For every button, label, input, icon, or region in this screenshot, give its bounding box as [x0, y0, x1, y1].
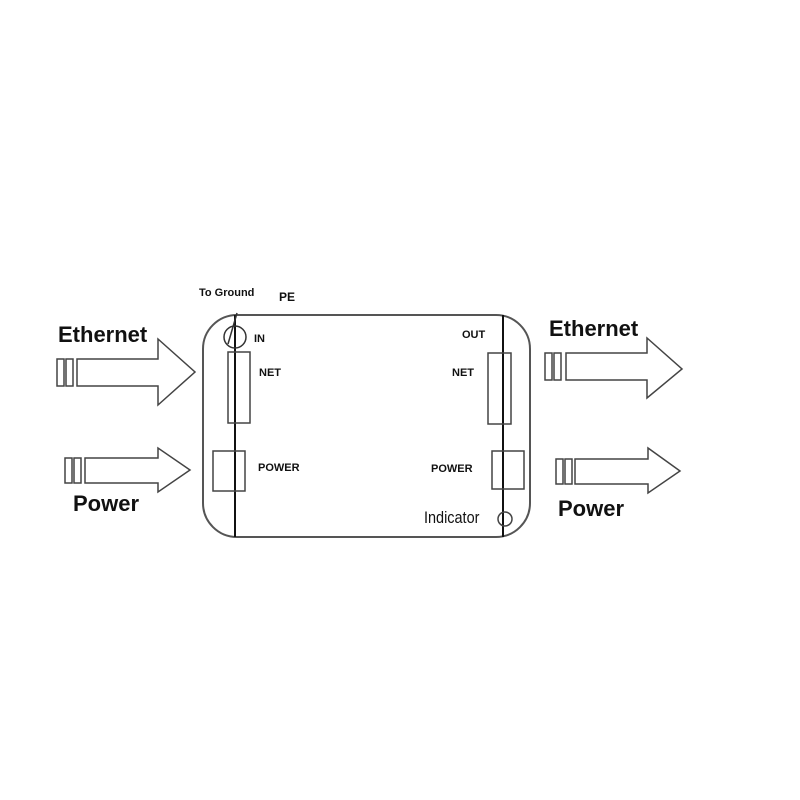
- indicator-label: Indicator: [424, 508, 480, 527]
- power-out-arrow-icon: [555, 446, 682, 495]
- net-right-label: NET: [452, 367, 474, 379]
- ground-terminal-icon: [223, 325, 247, 349]
- net-port-left: [227, 351, 251, 424]
- power-right-label: POWER: [431, 463, 473, 475]
- power-left-label: POWER: [258, 462, 300, 474]
- device-body: [202, 314, 531, 538]
- power-in-label: Power: [73, 491, 140, 516]
- ethernet-out-label: Ethernet: [549, 316, 639, 341]
- net-left-label: NET: [259, 367, 281, 379]
- power-port-left: [212, 450, 246, 492]
- ethernet-in-arrow-icon: [56, 337, 197, 407]
- power-port-right: [491, 450, 525, 490]
- pe-label: PE: [279, 290, 296, 304]
- power-in-arrow-icon: [64, 446, 192, 494]
- out-label: OUT: [462, 329, 486, 341]
- to-ground-label: To Ground: [199, 287, 255, 299]
- ethernet-in-label: Ethernet: [58, 322, 148, 347]
- in-label: IN: [254, 333, 265, 345]
- indicator-led-icon: [497, 511, 513, 527]
- ground-lead: [227, 312, 238, 345]
- net-port-right: [487, 352, 512, 425]
- ethernet-out-arrow-icon: [544, 336, 684, 400]
- power-out-label: Power: [558, 496, 625, 521]
